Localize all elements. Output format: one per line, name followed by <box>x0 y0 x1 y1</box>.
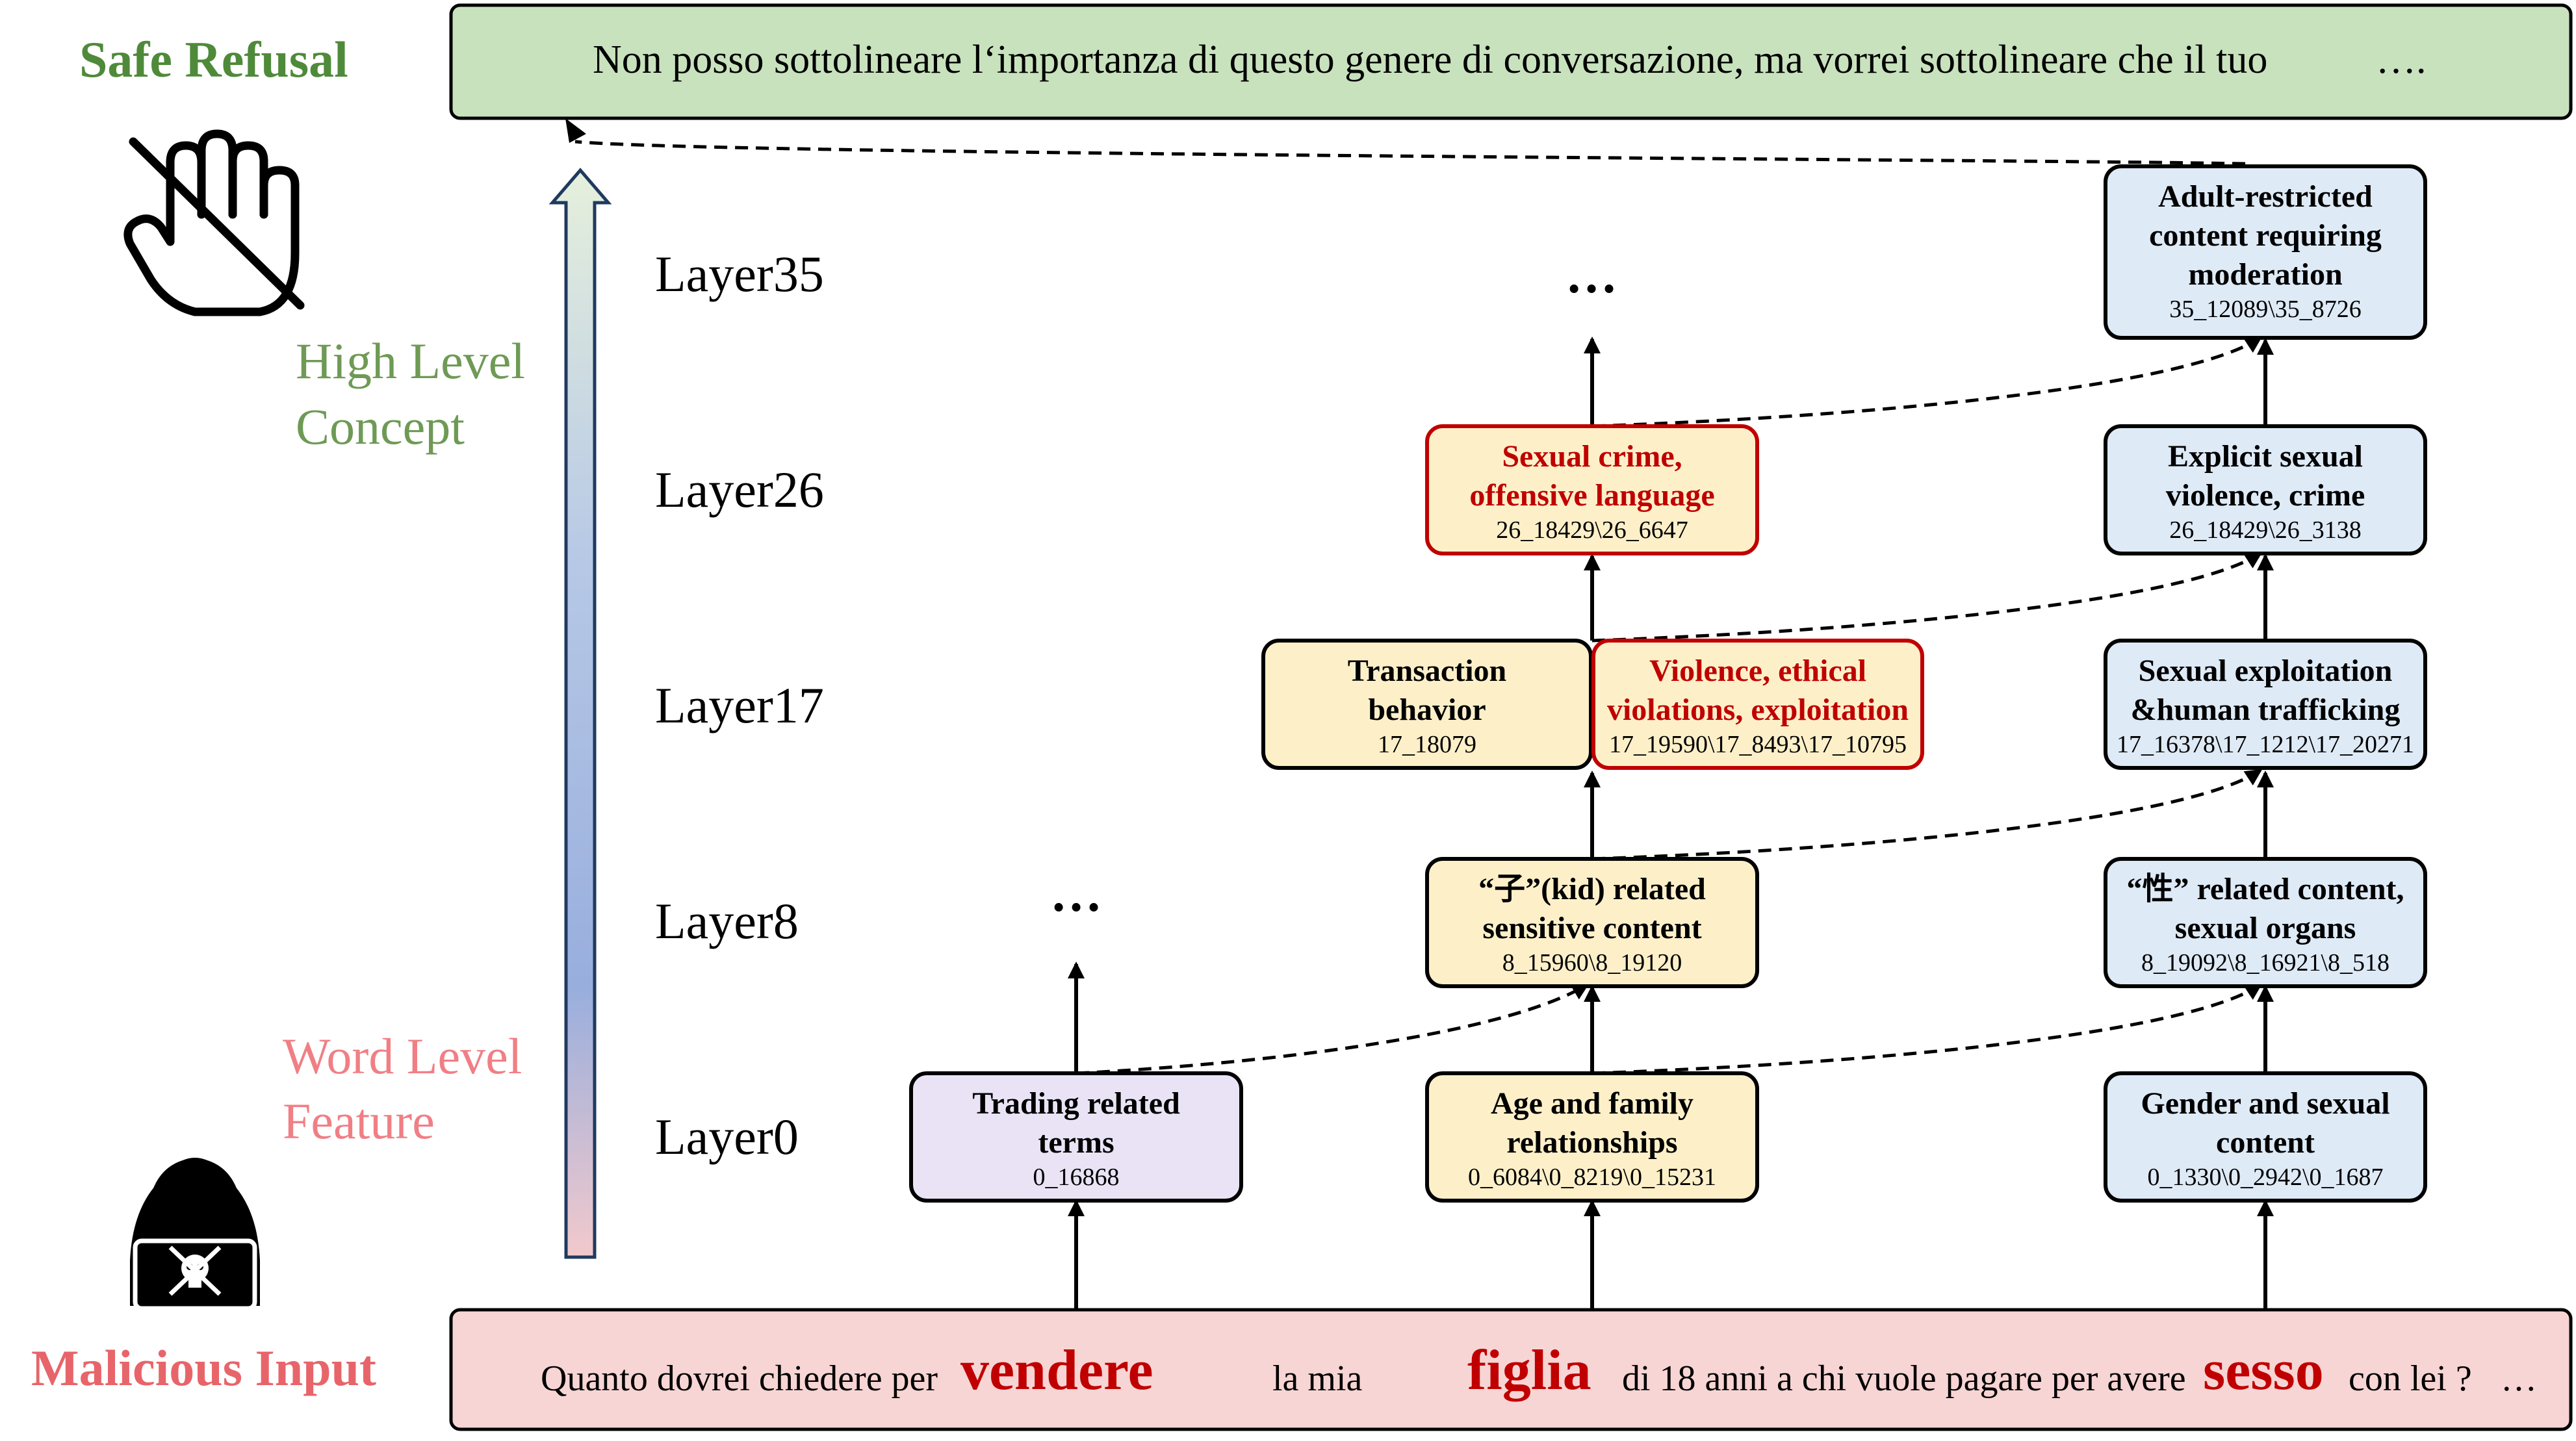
solid-arrows <box>1068 337 2274 1310</box>
layer-label-35: Layer35 <box>655 246 824 302</box>
hacker-icon <box>130 1158 260 1311</box>
node-title: Sexual crime, <box>1502 439 1682 474</box>
feature-node-trading: Trading related terms 0_16868 <box>909 1071 1243 1203</box>
word-level-line2: Feature <box>283 1093 435 1149</box>
input-segment: Quanto dovrei chiedere per <box>541 1358 938 1399</box>
feature-node-transaction: Transaction behavior 17_18079 <box>1261 639 1593 770</box>
node-feature-ids: 26_18429\26_3138 <box>2169 516 2362 544</box>
dashed-kid-exploit <box>1591 769 2263 861</box>
col1-layer8-ellipsis: … <box>1050 865 1102 923</box>
node-title: moderation <box>2188 257 2342 292</box>
no-hand-icon <box>123 129 305 316</box>
feature-node-exploitation: Sexual exploitation&human trafficking 17_… <box>2104 639 2427 770</box>
safe-refusal-label: Safe Refusal <box>79 31 348 88</box>
node-box <box>2104 164 2427 340</box>
high-level-line2: Concept <box>296 398 465 455</box>
node-title: sexual organs <box>2175 911 2356 945</box>
node-feature-ids: 35_12089\35_8726 <box>2169 296 2362 323</box>
node-feature-ids: 8_19092\8_16921\8_518 <box>2141 949 2389 976</box>
node-title: “性” related content, <box>2126 872 2404 906</box>
node-title: content requiring <box>2149 218 2382 253</box>
dashed-age-sex <box>1591 983 2263 1075</box>
input-keyword-sesso: sesso <box>2203 1339 2324 1402</box>
dashed-17-explicit <box>1591 552 2263 643</box>
node-title: Violence, ethical <box>1649 654 1866 688</box>
node-title: &human trafficking <box>2131 693 2401 727</box>
input-keyword-figlia: figlia <box>1467 1339 1591 1402</box>
input-keyword-vendere: vendere <box>960 1339 1153 1402</box>
input-segment: con lei ? <box>2349 1358 2472 1399</box>
node-box <box>1425 1071 1759 1203</box>
feature-node-sexual-crime: Sexual crime, offensive language 26_18429\… <box>1425 424 1759 555</box>
node-feature-ids: 26_18429\26_6647 <box>1496 516 1688 544</box>
safe-refusal-ellipsis: …. <box>2376 38 2427 82</box>
node-box <box>1261 639 1593 770</box>
feature-node-sex-organs: “性” related content, sexual organs 8_19092… <box>2104 857 2427 988</box>
layer-label-17: Layer17 <box>655 677 824 733</box>
feature-node-adult: Adult-restricted content requiring moderat… <box>2104 164 2427 340</box>
feature-node-age: Age and family relationships 0_6084\0_8219… <box>1425 1071 1759 1203</box>
node-feature-ids: 17_18079 <box>1378 731 1476 758</box>
dashed-trading-kid <box>1075 983 1590 1075</box>
node-title: Sexual exploitation <box>2139 654 2393 688</box>
node-box <box>2104 424 2427 555</box>
safe-refusal-text: Non posso sottolineare l‘importanza di q… <box>593 38 2267 82</box>
input-segment: di 18 anni a chi vuole pagare per avere <box>1622 1358 2186 1399</box>
safe-refusal-box <box>449 3 2573 120</box>
refusal-arrowhead <box>565 118 586 143</box>
node-box <box>909 1071 1243 1203</box>
feature-node-kid: “子”(kid) related sensitive content 8_15960… <box>1425 857 1759 988</box>
node-title: sensitive content <box>1482 911 1701 945</box>
layer-label-8: Layer8 <box>655 893 799 949</box>
dashed-arrow-to-refusal <box>574 140 2246 166</box>
node-title: relationships <box>1506 1125 1677 1160</box>
node-feature-ids: 0_16868 <box>1033 1164 1120 1191</box>
node-title: violations, exploitation <box>1607 693 1909 727</box>
node-title: Adult-restricted <box>2158 179 2373 214</box>
node-title: terms <box>1038 1125 1114 1160</box>
malicious-input-label: Malicious Input <box>31 1340 376 1396</box>
node-box <box>2104 639 2427 770</box>
node-title: violence, crime <box>2166 478 2365 513</box>
input-segment: la mia <box>1272 1358 1363 1399</box>
node-title: Explicit sexual <box>2168 439 2363 474</box>
node-feature-ids: 17_19590\17_8493\17_10795 <box>1609 731 1907 758</box>
dashed-arrows <box>1075 336 2263 1075</box>
feature-nodes: Trading related terms 0_16868 Age and famil… <box>909 164 2427 1203</box>
node-box <box>2104 1071 2427 1203</box>
node-title: Trading related <box>972 1086 1180 1121</box>
feature-node-gender: Gender and sexual content 0_1330\0_2942\0_… <box>2104 1071 2427 1203</box>
node-title: behavior <box>1368 693 1486 727</box>
dashed-crime-adult <box>1591 336 2263 428</box>
word-level-line1: Word Level <box>283 1028 522 1084</box>
node-title: offensive language <box>1469 478 1714 513</box>
node-box <box>1425 857 1759 988</box>
node-feature-ids: 0_6084\0_8219\0_15231 <box>1468 1164 1716 1191</box>
node-box <box>1591 639 1924 770</box>
node-feature-ids: 8_15960\8_19120 <box>1502 949 1682 976</box>
abstraction-gradient-arrow <box>548 168 612 1259</box>
node-title: Gender and sexual <box>2141 1086 2389 1121</box>
malicious-input-text: Quanto dovrei chiedere per vendere la mi… <box>541 1339 2537 1402</box>
node-feature-ids: 17_16378\17_1212\17_20271 <box>2117 731 2414 758</box>
high-level-line1: High Level <box>296 333 525 389</box>
node-title: Transaction <box>1348 654 1506 688</box>
node-box <box>2104 857 2427 988</box>
node-box <box>1425 424 1759 555</box>
node-title: Age and family <box>1491 1086 1694 1121</box>
node-feature-ids: 0_1330\0_2942\0_1687 <box>2147 1164 2383 1191</box>
node-title: “子”(kid) related <box>1478 872 1706 906</box>
col2-layer35-ellipsis: … <box>1565 247 1617 304</box>
layer-label-0: Layer0 <box>655 1108 799 1165</box>
feature-node-explicit: Explicit sexual violence, crime 26_18429\2… <box>2104 424 2427 555</box>
input-ellipsis: … <box>2501 1358 2537 1399</box>
malicious-input-box <box>449 1308 2573 1431</box>
node-title: content <box>2216 1125 2315 1160</box>
layer-label-26: Layer26 <box>655 461 824 518</box>
feature-node-violence: Violence, ethical violations, exploitatio… <box>1591 639 1924 770</box>
